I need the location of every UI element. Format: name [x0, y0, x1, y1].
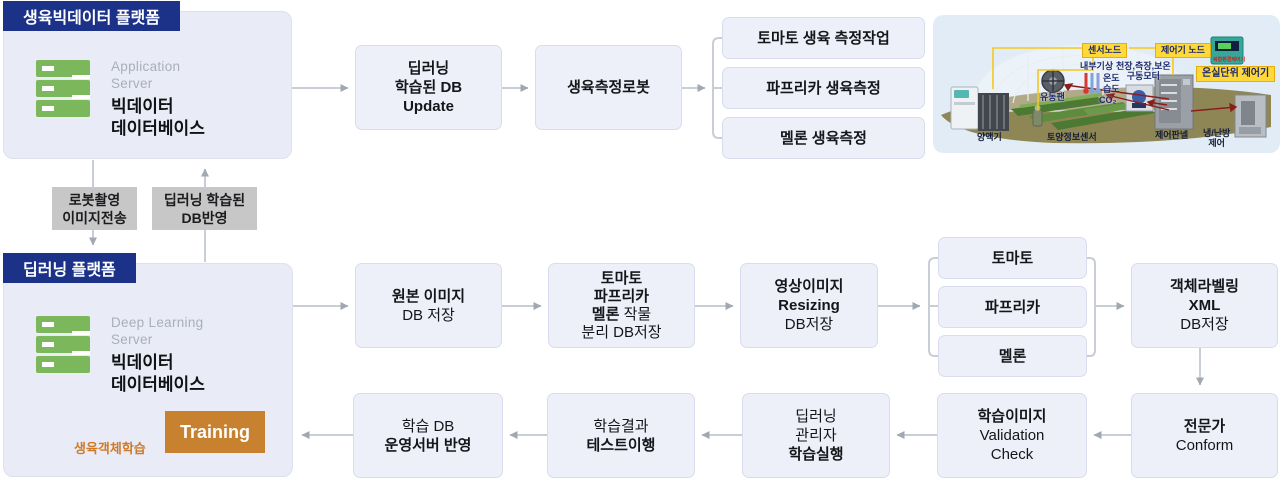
humidity-label: 습도: [1103, 84, 1120, 94]
training-loop-label: 생육객체학습: [74, 441, 146, 456]
node-tomato-measure: 토마토 생육 측정작업: [722, 17, 925, 59]
controller-node-label: 제어기 노드: [1155, 43, 1211, 58]
node-expert-conform: 전문가 Conform: [1131, 393, 1278, 478]
bigdata-platform-label-text: 생육빅데이터 플랫폼: [23, 10, 160, 27]
node-paprika-measure: 파프리카 생육측정: [722, 67, 925, 109]
node-training: Training: [165, 411, 265, 453]
temp-label: 온도: [1103, 73, 1120, 83]
node-origin-image-db: 원본 이미지 DB 저장: [355, 263, 502, 348]
bracket-measure-tasks: [712, 37, 722, 139]
node-test-results: 학습결과 테스트이행: [547, 393, 695, 478]
motor-photo: [1125, 84, 1154, 112]
node-crop-tomato: 토마토: [938, 237, 1087, 279]
soil-sensor-icon: [1032, 105, 1043, 127]
control-panel-icon: [1154, 74, 1194, 130]
node-crop-paprika: 파프리카: [938, 286, 1087, 328]
node-training-execute: 딥러닝 관리자 학습실행: [742, 393, 890, 478]
node-deploy-db: 학습 DB 운영서버 반영: [353, 393, 503, 478]
control-arrows: [1063, 83, 1238, 113]
bigdata-platform-label: 생육빅데이터 플랫폼: [3, 1, 180, 31]
node-crop-separate-db: 토마토 파프리카 멜론 작물 분리 DB저장: [548, 263, 695, 348]
control-panel-label: 제어판넬: [1155, 130, 1189, 140]
fan-label: 유동팬: [1040, 92, 1065, 102]
greenhouse-illustration: 센서노드 제어기 노드 온실단위 제어기 복합환경제어기 내부기상 천장,측장,…: [933, 15, 1280, 153]
nutrient-label: 양액기: [977, 132, 1002, 142]
bracket-crops-right: [1087, 257, 1096, 357]
server-icon: [36, 316, 90, 373]
co2-label: CO₂: [1099, 95, 1117, 105]
deep-server: Deep Learning Server 빅데이터 데이터베이스: [32, 314, 205, 396]
server-name-label: 빅데이터 데이터베이스: [111, 353, 205, 394]
unit-controller-label: 온실단위 제어기: [1196, 66, 1276, 82]
server-type-label: Deep Learning Server: [111, 315, 204, 347]
node-image-resizing-db: 영상이미지 Resizing DB저장: [740, 263, 878, 348]
bracket-crops-left: [928, 257, 938, 357]
nutrient-machine-icon: [950, 86, 1009, 131]
bigdata-server: Application Server 빅데이터 데이터베이스: [32, 58, 205, 140]
node-validation-check: 학습이미지 Validation Check: [937, 393, 1087, 478]
deep-platform-label-text: 딥러닝 플랫폼: [23, 262, 116, 279]
node-growth-robot: 생육측정로봇: [535, 45, 682, 130]
server-type-label: Application Server: [111, 59, 181, 91]
greenhouse-art: [933, 15, 1280, 153]
node-melon-measure: 멜론 생육측정: [722, 117, 925, 159]
hvac-photo: [1234, 94, 1267, 138]
thermometer-icons: [1083, 73, 1101, 94]
node-crop-melon: 멜론: [938, 335, 1087, 377]
deep-platform-label: 딥러닝 플랫폼: [3, 253, 136, 283]
device-name-label: 복합환경제어기: [1213, 57, 1246, 63]
fan-icon: [1041, 69, 1065, 93]
server-name-label: 빅데이터 데이터베이스: [111, 97, 205, 138]
server-icon: [36, 60, 90, 117]
sensor-node-label: 센서노드: [1082, 43, 1128, 58]
node-trained-db-update: 딥러닝 학습된 DB Update: [355, 45, 502, 130]
node-object-labeling-db: 객체라벨링 XML DB저장: [1131, 263, 1278, 348]
soil-sensor-label: 토양정보센서: [1047, 132, 1097, 142]
indoor-weather-label: 내부기상: [1080, 61, 1114, 71]
